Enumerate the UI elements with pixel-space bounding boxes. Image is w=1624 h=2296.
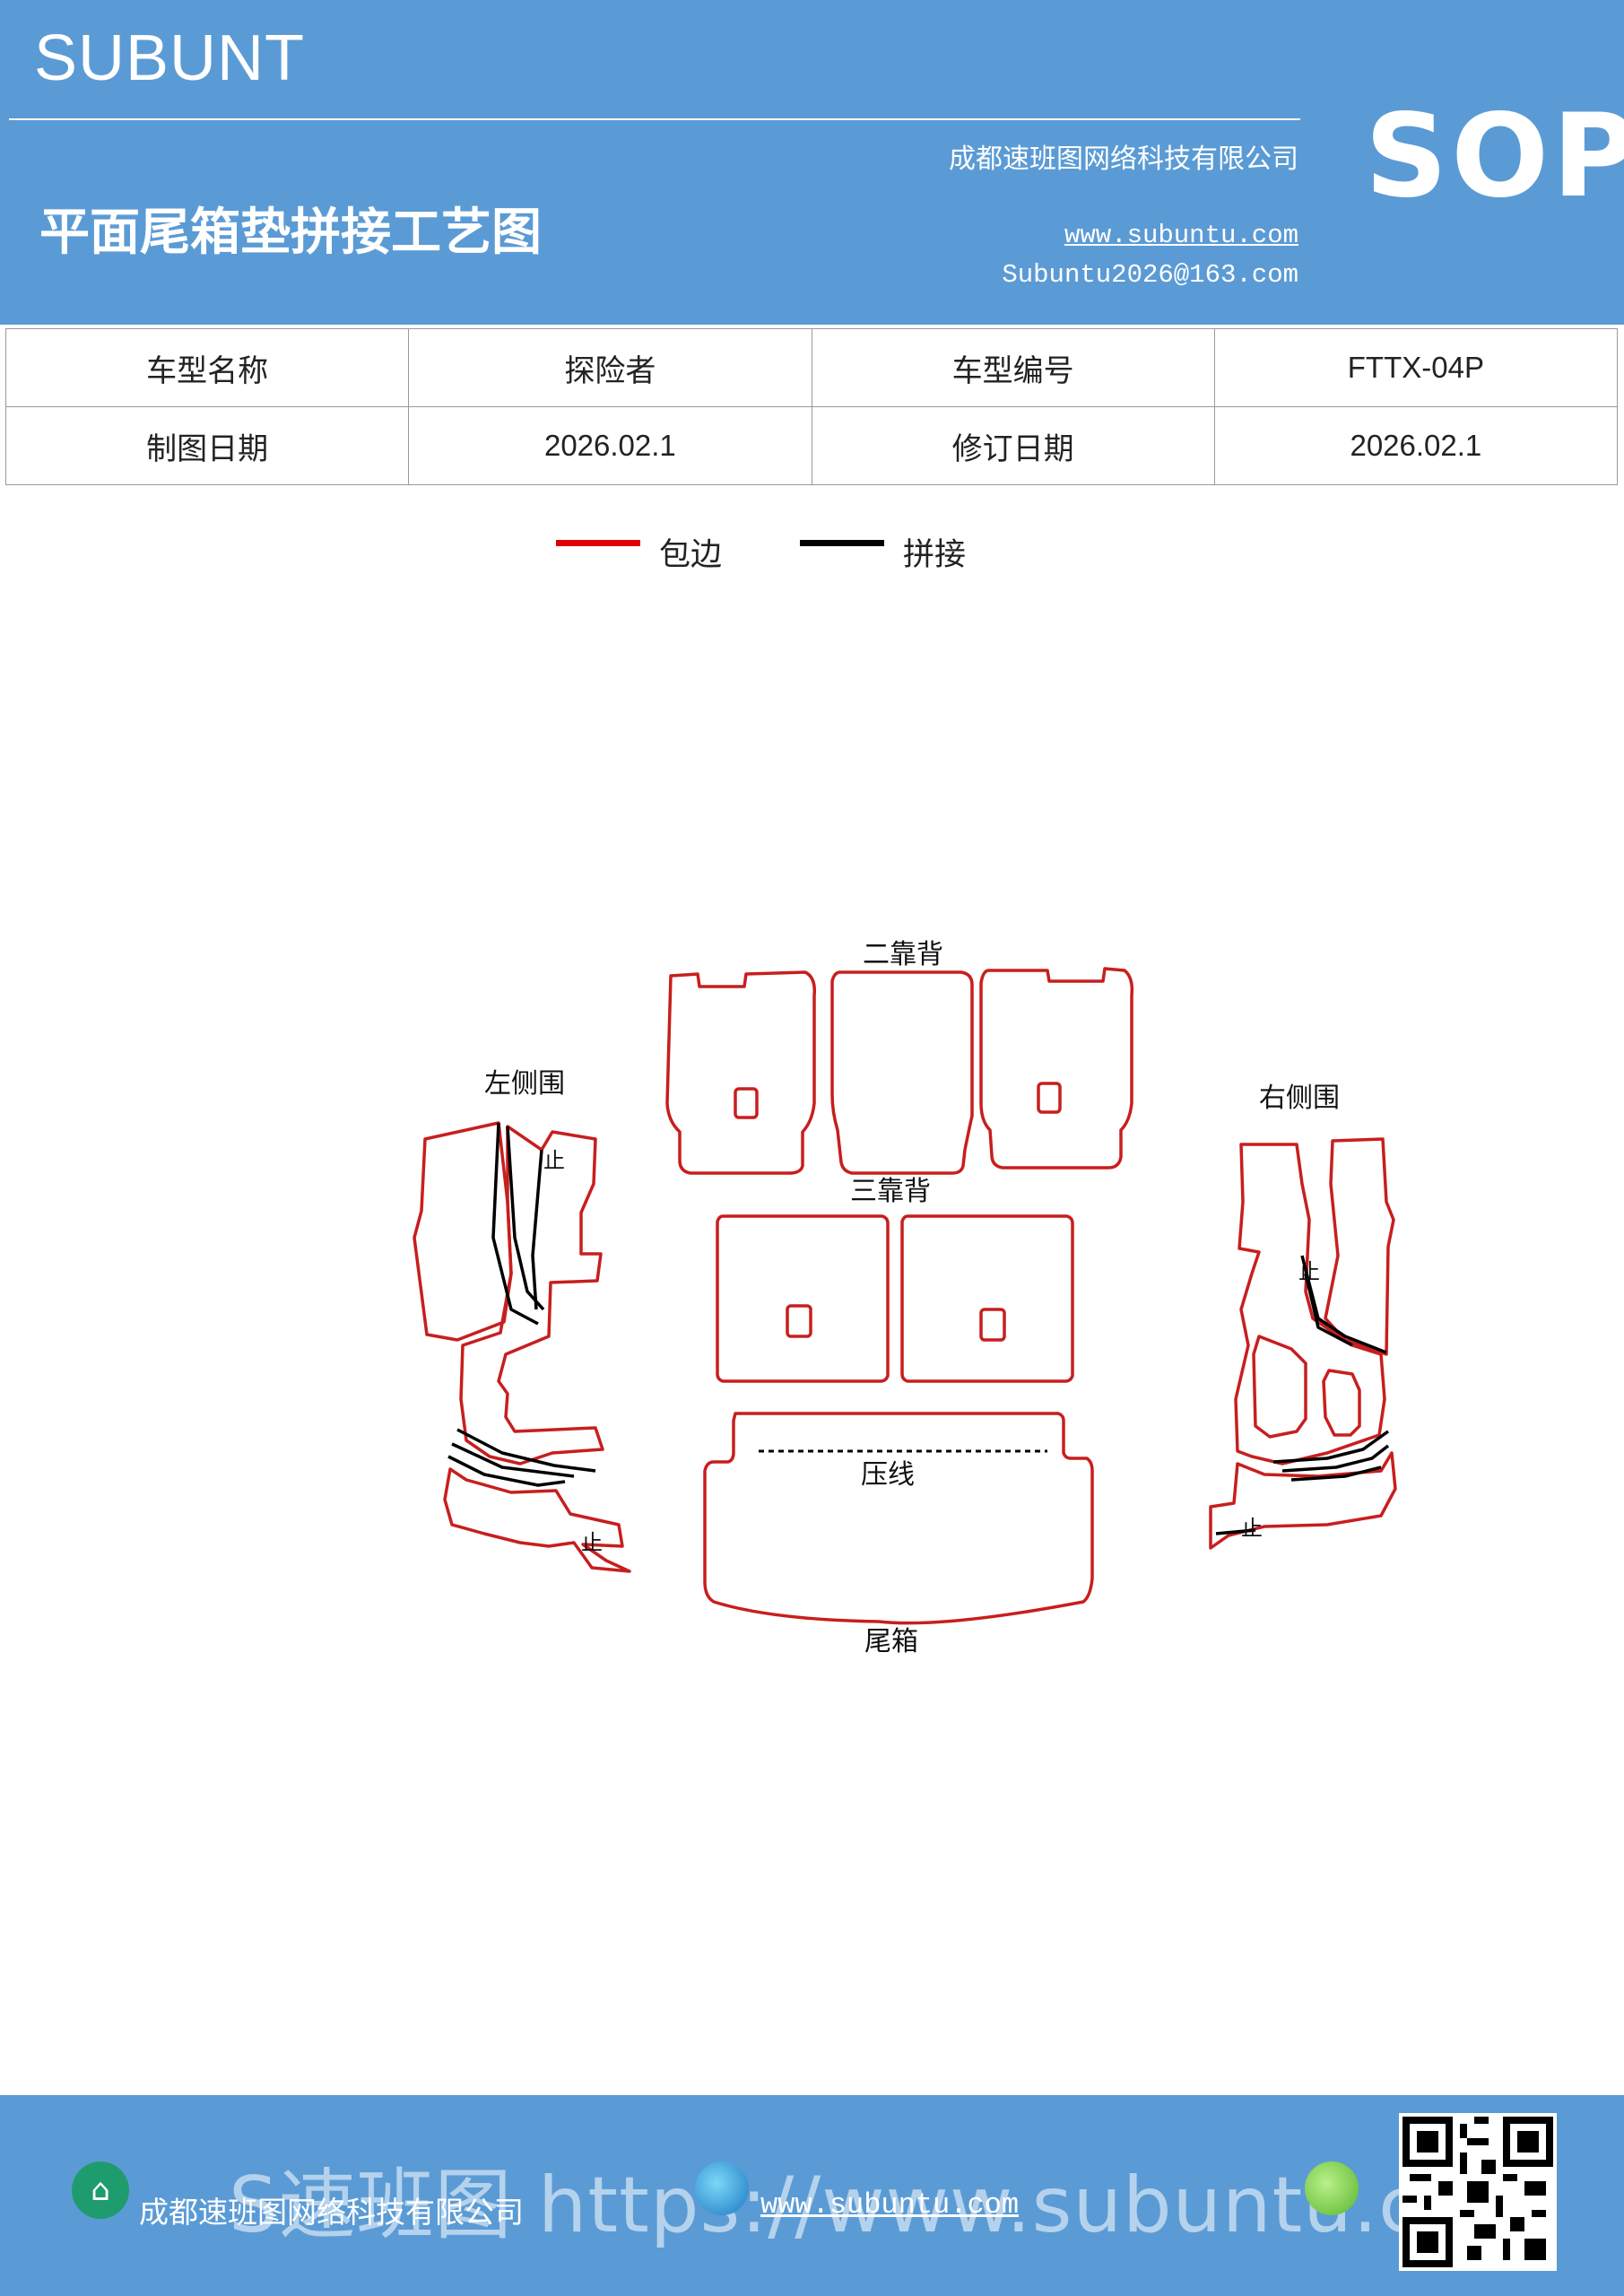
legend-red-swatch [556, 540, 640, 546]
table-cell: 探险者 [408, 328, 812, 407]
right-side-wall-main [1234, 1143, 1386, 1465]
footer-website-link[interactable]: www.subuntu.com [760, 2188, 1020, 2222]
label-trunk: 尾箱 [864, 1626, 918, 1657]
table-cell: 2026.02.1 [1213, 406, 1619, 485]
header-email[interactable]: Subuntu2026@163.com [1002, 260, 1298, 290]
second-backrest-middle-piece [830, 970, 974, 1175]
brand-name: SUBUNT [34, 22, 306, 94]
right-side-wall-window-1 [1252, 1335, 1307, 1439]
label-stop: 止 [1241, 1516, 1263, 1541]
second-backrest-left-slot [734, 1087, 759, 1119]
right-seam-5 [1290, 1465, 1382, 1482]
third-backrest-right-slot [979, 1308, 1006, 1342]
left-seam-5 [451, 1442, 575, 1478]
legend-black-swatch [800, 540, 884, 546]
left-side-wall-lower [443, 1467, 631, 1573]
right-side-wall-lower [1209, 1451, 1397, 1550]
document-title: 平面尾箱垫拼接工艺图 [39, 204, 542, 262]
sop-badge: SOP [1365, 90, 1624, 223]
table-row: 车型名称 探险者 车型编号 FTTX-04P [4, 328, 1619, 407]
second-backrest-right-slot [1037, 1082, 1062, 1114]
label-stop: 止 [543, 1148, 565, 1173]
table-row: 制图日期 2026.02.1 修订日期 2026.02.1 [4, 406, 1619, 485]
right-seam-3 [1272, 1430, 1390, 1464]
leaf-icon [1305, 2161, 1359, 2215]
right-side-wall-window-2 [1322, 1369, 1361, 1437]
table-cell: FTTX-04P [1213, 328, 1619, 407]
left-seam-2 [506, 1126, 545, 1311]
right-seam-2 [1304, 1273, 1353, 1347]
label-third-backrest: 三靠背 [850, 1176, 931, 1207]
building-icon: ⌂ [72, 2161, 129, 2219]
label-second-backrest: 二靠背 [863, 939, 943, 970]
trunk-piece [703, 1412, 1094, 1625]
qr-code-icon [1399, 2113, 1557, 2271]
left-side-wall-upper [413, 1121, 513, 1342]
left-seam-1 [491, 1122, 539, 1326]
left-seam-4 [456, 1428, 596, 1473]
header-website-link[interactable]: www.subuntu.com [1064, 221, 1298, 250]
left-seam-6 [447, 1455, 566, 1487]
label-stop: 止 [1298, 1259, 1320, 1284]
legend-label: 包边 [659, 537, 723, 573]
label-right-side-wall: 右侧围 [1259, 1083, 1340, 1114]
table-cell: 车型编号 [811, 328, 1215, 407]
second-backrest-left-piece [665, 970, 817, 1175]
third-backrest-left-piece [716, 1214, 890, 1383]
globe-icon [695, 2161, 749, 2215]
label-left-side-wall: 左侧围 [484, 1068, 565, 1100]
table-cell: 修订日期 [811, 406, 1215, 485]
left-side-wall-main [459, 1125, 604, 1465]
table-cell: 2026.02.1 [408, 406, 812, 485]
page-header [0, 0, 1624, 325]
label-stop: 止 [581, 1530, 603, 1555]
table-cell: 制图日期 [4, 406, 410, 485]
third-backrest-right-piece [900, 1214, 1074, 1383]
right-side-wall-outer [1324, 1137, 1395, 1356]
legend-label: 拼接 [903, 537, 967, 573]
right-seam-6 [1215, 1528, 1256, 1535]
third-backrest-left-slot [786, 1304, 812, 1338]
vehicle-info-table: 车型名称 探险者 车型编号 FTTX-04P 制图日期 2026.02.1 修订… [4, 328, 1619, 485]
left-seam-3 [531, 1149, 543, 1310]
table-cell: 车型名称 [4, 328, 410, 407]
right-seam-4 [1281, 1444, 1390, 1473]
header-rule [9, 118, 1300, 120]
header-company: 成都速班图网络科技有限公司 [949, 144, 1298, 175]
footer-company: 成都速班图网络科技有限公司 [139, 2195, 524, 2230]
label-crease: 压线 [861, 1459, 915, 1491]
second-backrest-right-piece [979, 967, 1134, 1170]
